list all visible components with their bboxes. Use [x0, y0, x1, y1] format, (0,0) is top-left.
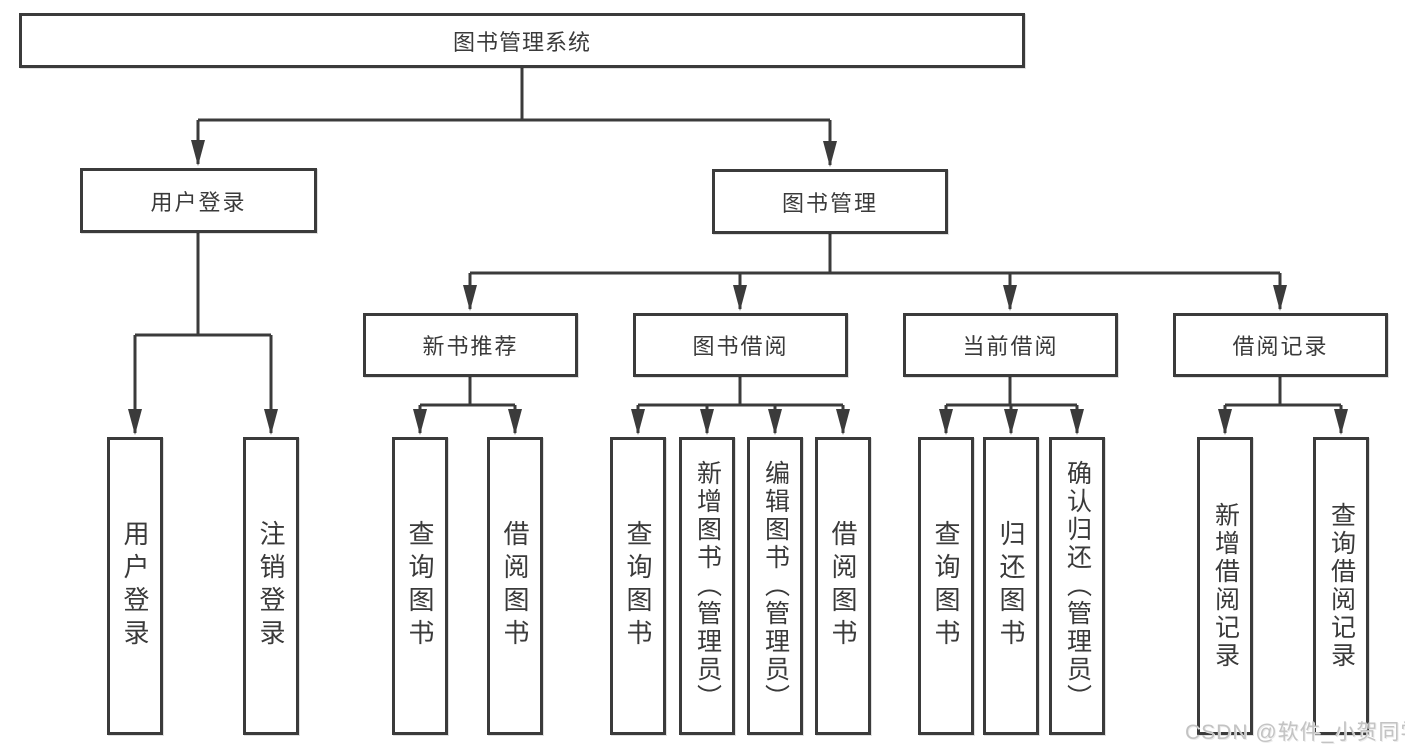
leaf-return-books: 归还图书 [983, 437, 1039, 735]
watermark: CSDN @软件_小贺同学 [1185, 721, 1405, 744]
leaf-add-books-admin: 新增图书（管理员） [679, 437, 735, 735]
leaf-add-borrow-record: 新增借阅记录 [1197, 437, 1253, 735]
node-new-book-recommend: 新书推荐 [363, 313, 578, 377]
node-label: 新增图书（管理员） [693, 460, 722, 712]
node-label: 查询借阅记录 [1327, 502, 1356, 670]
node-label: 新书推荐 [422, 334, 519, 359]
node-current-borrowing: 当前借阅 [903, 313, 1118, 377]
node-label: 当前借阅 [962, 334, 1059, 359]
node-label: 确认归还（管理员） [1063, 460, 1092, 712]
node-borrowing-records: 借阅记录 [1173, 313, 1388, 377]
node-book-borrowing: 图书借阅 [633, 313, 848, 377]
node-label: 图书借阅 [692, 334, 789, 359]
node-label: 查询图书 [623, 520, 653, 652]
leaf-query-books-recommend: 查询图书 [392, 437, 448, 735]
node-label: 查询图书 [931, 520, 961, 652]
leaf-logout: 注销登录 [243, 437, 299, 735]
node-book-management-branch: 图书管理 [712, 169, 948, 234]
leaf-user-login: 用户登录 [107, 437, 163, 735]
node-label: 借阅图书 [828, 520, 858, 652]
node-label: 新增借阅记录 [1211, 502, 1240, 670]
leaf-query-books-borrowing: 查询图书 [610, 437, 666, 735]
node-label: 借阅记录 [1232, 334, 1329, 359]
leaf-borrow-books: 借阅图书 [815, 437, 871, 735]
node-label: 归还图书 [996, 520, 1026, 652]
leaf-query-books-current: 查询图书 [918, 437, 974, 735]
node-label: 图书管理 [781, 190, 878, 216]
node-label: 注销登录 [256, 520, 286, 652]
node-label: 图书管理系统 [452, 29, 591, 55]
node-root-library-system: 图书管理系统 [19, 13, 1025, 68]
node-label: 借阅图书 [500, 520, 530, 652]
leaf-confirm-return-admin: 确认归还（管理员） [1049, 437, 1105, 735]
leaf-query-borrow-record: 查询借阅记录 [1313, 437, 1369, 735]
node-label: 用户登录 [120, 520, 150, 652]
node-user-login-branch: 用户登录 [80, 168, 317, 233]
node-label: 编辑图书（管理员） [761, 460, 790, 712]
node-label: 用户登录 [150, 189, 247, 215]
leaf-edit-books-admin: 编辑图书（管理员） [747, 437, 803, 735]
leaf-borrow-books-recommend: 借阅图书 [487, 437, 543, 735]
node-label: 查询图书 [405, 520, 435, 652]
